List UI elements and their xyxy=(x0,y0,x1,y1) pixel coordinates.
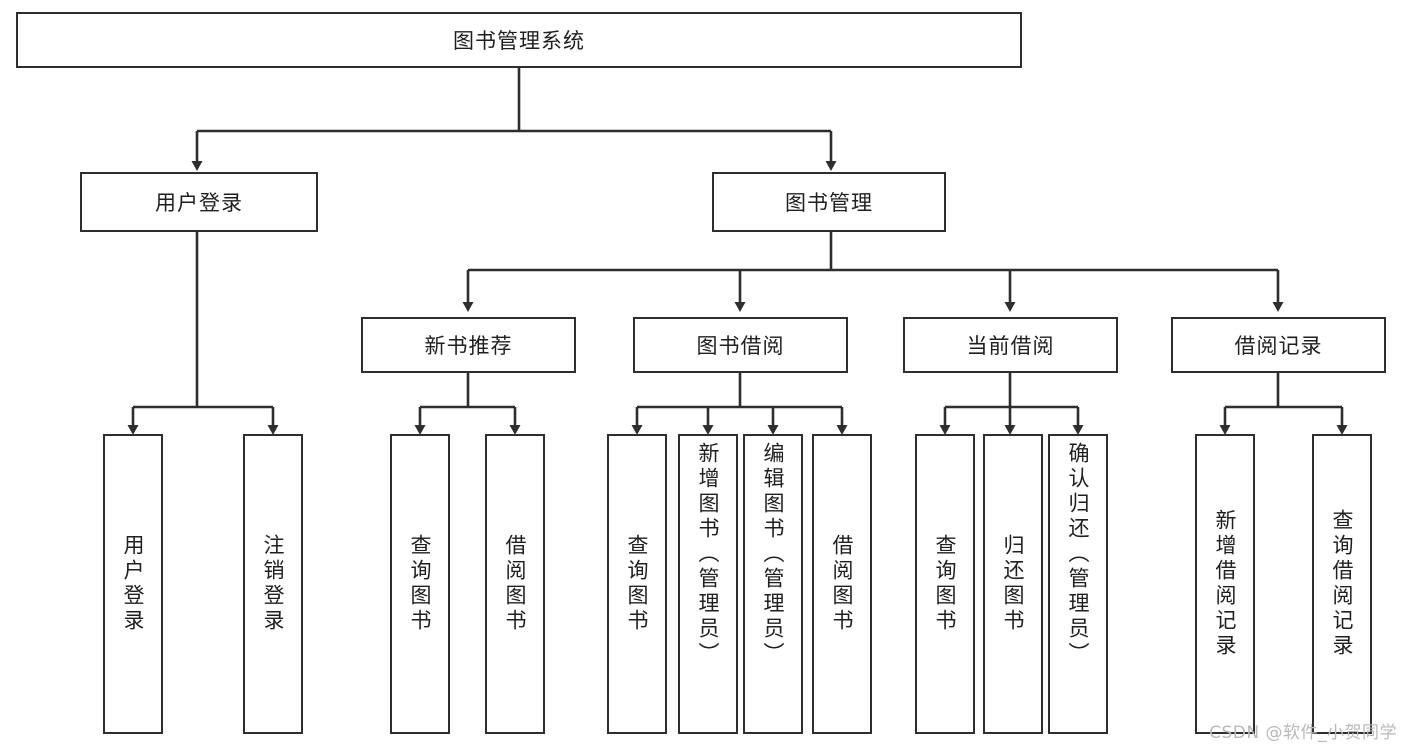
node-label: 新增借阅记录 xyxy=(1213,509,1238,659)
node-label: 查询图书 xyxy=(625,534,650,634)
leaf-new-book-query-book[interactable]: 查询图书 xyxy=(390,434,450,734)
node-label: 借阅图书 xyxy=(830,534,855,634)
leaf-borrow-record-add-record[interactable]: 新增借阅记录 xyxy=(1195,434,1255,734)
node-label: 图书管理 xyxy=(785,191,873,215)
node-borrow-record[interactable]: 借阅记录 xyxy=(1171,317,1386,373)
node-label: 用户登录 xyxy=(121,534,146,634)
node-label: 当前借阅 xyxy=(966,334,1055,358)
node-label: 借阅记录 xyxy=(1234,334,1323,358)
node-label: 注销登录 xyxy=(261,534,286,634)
node-new-book-recommend[interactable]: 新书推荐 xyxy=(361,317,576,373)
node-label: 新增图书（管理员） xyxy=(696,442,721,667)
node-book-management[interactable]: 图书管理 xyxy=(712,172,946,232)
leaf-current-borrow-return-book[interactable]: 归还图书 xyxy=(983,434,1043,734)
node-current-borrow[interactable]: 当前借阅 xyxy=(903,317,1118,373)
csdn-watermark: CSDN @软件_小贺同学 xyxy=(1209,723,1397,743)
leaf-new-book-borrow-book[interactable]: 借阅图书 xyxy=(485,434,545,734)
node-label: 用户登录 xyxy=(155,191,243,215)
node-label: 图书管理系统 xyxy=(453,29,585,53)
node-label: 图书借阅 xyxy=(696,334,785,358)
leaf-borrow-record-query-record[interactable]: 查询借阅记录 xyxy=(1312,434,1372,734)
leaf-current-borrow-confirm-return-admin[interactable]: 确认归还（管理员） xyxy=(1048,434,1108,734)
node-label: 新书推荐 xyxy=(424,334,513,358)
leaf-current-borrow-query-book[interactable]: 查询图书 xyxy=(915,434,975,734)
leaf-book-borrow-edit-book-admin[interactable]: 编辑图书（管理员） xyxy=(743,434,803,734)
leaf-book-borrow-query-book[interactable]: 查询图书 xyxy=(607,434,667,734)
node-label: 编辑图书（管理员） xyxy=(761,442,786,667)
leaf-book-borrow-borrow-book[interactable]: 借阅图书 xyxy=(812,434,872,734)
node-label: 查询图书 xyxy=(408,534,433,634)
node-root-book-management-system[interactable]: 图书管理系统 xyxy=(16,12,1022,68)
node-label: 归还图书 xyxy=(1001,534,1026,634)
node-label: 确认归还（管理员） xyxy=(1066,442,1091,667)
node-label: 借阅图书 xyxy=(503,534,528,634)
leaf-user-login-login[interactable]: 用户登录 xyxy=(103,434,163,734)
leaf-user-login-logout[interactable]: 注销登录 xyxy=(243,434,303,734)
node-label: 查询借阅记录 xyxy=(1330,509,1355,659)
node-book-borrow[interactable]: 图书借阅 xyxy=(633,317,848,373)
leaf-book-borrow-add-book-admin[interactable]: 新增图书（管理员） xyxy=(678,434,738,734)
node-user-login[interactable]: 用户登录 xyxy=(80,172,318,232)
node-label: 查询图书 xyxy=(933,534,958,634)
